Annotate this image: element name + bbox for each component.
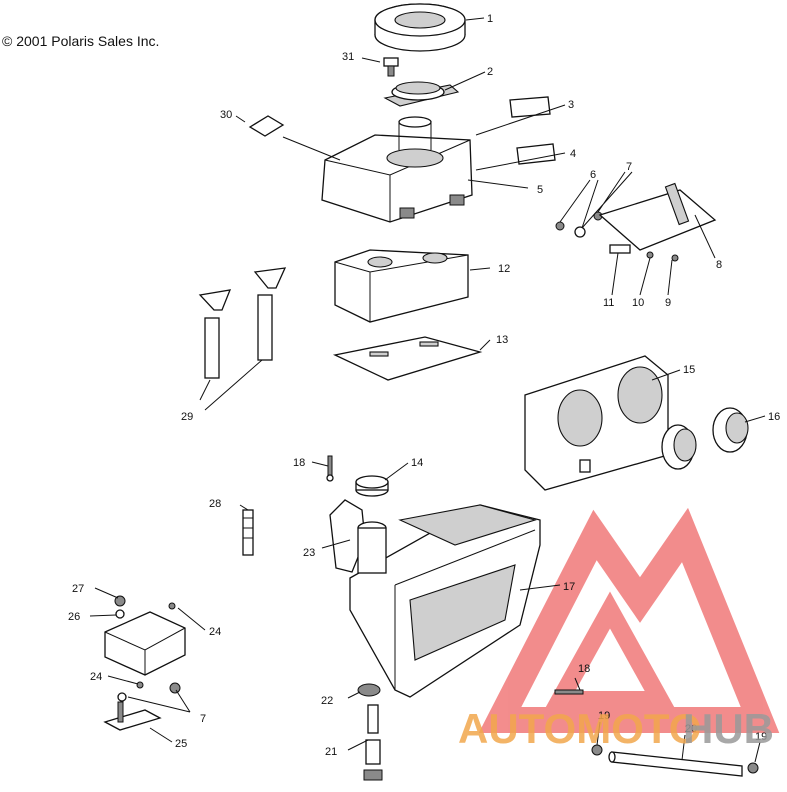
- part-20-hose: [608, 751, 743, 777]
- callout-13: 13: [496, 334, 508, 346]
- part-12-foam-filter: [334, 249, 469, 323]
- callout-11: 11: [603, 297, 614, 309]
- part-6-7-washers: [555, 211, 603, 238]
- callout-23: 23: [303, 547, 315, 559]
- callout-19b: 19: [755, 731, 767, 743]
- part-13-plate: [332, 336, 483, 381]
- part-18-bolt-lower: [554, 689, 584, 695]
- part-2-flange: [383, 81, 460, 107]
- callout-9: 9: [665, 297, 671, 309]
- part-19-clamps: [591, 744, 759, 774]
- callout-18a: 18: [293, 457, 305, 469]
- callout-19a: 19: [598, 710, 610, 722]
- part-28-clip: [242, 509, 254, 556]
- callout-15: 15: [683, 364, 695, 376]
- callout-labels: 1 2 3 4 5 6 7 8 9 10 11 12 13 14 15 16 1…: [68, 13, 780, 758]
- callout-2: 2: [487, 66, 493, 78]
- callout-7: 7: [626, 161, 632, 173]
- part-24-27-bracket-assembly: [103, 595, 186, 731]
- part-22-grommet: [357, 683, 381, 697]
- part-15-lid: [524, 355, 669, 491]
- callout-22: 22: [321, 695, 333, 707]
- callout-29: 29: [181, 411, 193, 423]
- callout-7b: 7: [200, 713, 206, 725]
- copyright-notice: © 2001 Polaris Sales Inc.: [2, 33, 160, 49]
- callout-27: 27: [72, 583, 84, 595]
- part-14-cap: [355, 475, 389, 497]
- callout-17: 17: [563, 581, 575, 593]
- watermark-text-left: AUTOMOTO: [458, 705, 701, 752]
- part-9-11-fasteners: [609, 244, 679, 262]
- decal-3: [509, 96, 551, 118]
- callout-8: 8: [716, 259, 722, 271]
- callout-10: 10: [632, 297, 644, 309]
- part-21-drain: [363, 704, 383, 781]
- watermark-text: AUTOMOTO HUB: [458, 705, 774, 752]
- callout-31: 31: [342, 51, 354, 63]
- decal-4: [516, 143, 556, 165]
- callout-14: 14: [411, 457, 423, 469]
- leader-lines: [89, 17, 766, 763]
- callout-25: 25: [175, 738, 187, 750]
- callout-28: 28: [209, 498, 221, 510]
- callout-1: 1: [487, 13, 493, 25]
- callout-21: 21: [325, 746, 337, 758]
- watermark-logo: [478, 507, 780, 733]
- part-17-airbox-base: [349, 504, 541, 698]
- callout-30: 30: [220, 109, 232, 121]
- part-31-bolt: [383, 57, 399, 77]
- decal-30: [248, 115, 285, 137]
- part-5-airbox-cover: [321, 116, 473, 223]
- callout-6: 6: [590, 169, 596, 181]
- part-8-bracket: [598, 182, 717, 251]
- part-16-boots: [661, 407, 749, 470]
- callout-16: 16: [768, 411, 780, 423]
- callout-5: 5: [537, 184, 543, 196]
- callout-4: 4: [570, 148, 576, 160]
- callout-12: 12: [498, 263, 510, 275]
- part-1-ring: [374, 3, 466, 52]
- part-23-bottle: [329, 499, 387, 574]
- callout-24b: 24: [90, 671, 102, 683]
- part-18-bolt-top: [326, 455, 334, 482]
- callout-26: 26: [68, 611, 80, 623]
- callout-3: 3: [568, 99, 574, 111]
- part-29-funnels: [198, 267, 287, 379]
- callout-20: 20: [685, 723, 697, 735]
- callout-18b: 18: [578, 663, 590, 675]
- watermark-text-right: HUB: [683, 705, 774, 752]
- callout-24a: 24: [209, 626, 221, 638]
